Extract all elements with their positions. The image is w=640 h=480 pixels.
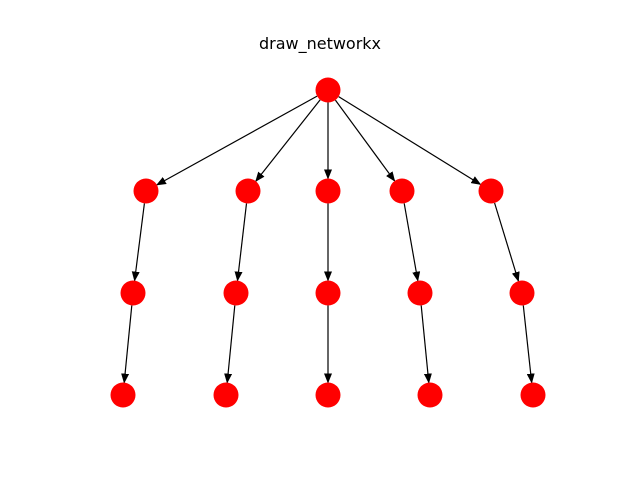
- edge-n5-n10: [494, 202, 520, 282]
- node-n11: [110, 382, 136, 408]
- edge-n4-n9: [403, 203, 421, 282]
- edge-n10-n15: [522, 305, 535, 384]
- nodes-layer: [110, 77, 546, 408]
- edges-layer: [121, 95, 535, 384]
- node-n6: [120, 280, 146, 306]
- node-n7: [223, 280, 249, 306]
- node-n12: [213, 382, 239, 408]
- figure-title: draw_networkx: [258, 34, 382, 53]
- edge-n7-n12: [224, 305, 236, 384]
- edge-n6-n11: [121, 305, 133, 384]
- edge-n0-n1: [156, 95, 318, 186]
- node-n10: [509, 280, 535, 306]
- edge-n0-n2: [255, 99, 321, 182]
- edge-n2-n7: [234, 203, 248, 282]
- node-n5: [478, 178, 504, 204]
- node-n15: [520, 382, 546, 408]
- node-n9: [407, 280, 433, 306]
- edge-n0-n4: [334, 99, 396, 182]
- node-n2: [235, 178, 261, 204]
- node-n4: [389, 178, 415, 204]
- edge-n1-n6: [131, 203, 145, 282]
- edge-n0-n5: [338, 96, 482, 185]
- node-n1: [133, 178, 159, 204]
- node-n13: [315, 382, 341, 408]
- edge-n9-n14: [420, 305, 432, 384]
- node-n14: [417, 382, 443, 408]
- node-n0: [315, 77, 341, 103]
- node-n3: [315, 178, 341, 204]
- node-n8: [315, 280, 341, 306]
